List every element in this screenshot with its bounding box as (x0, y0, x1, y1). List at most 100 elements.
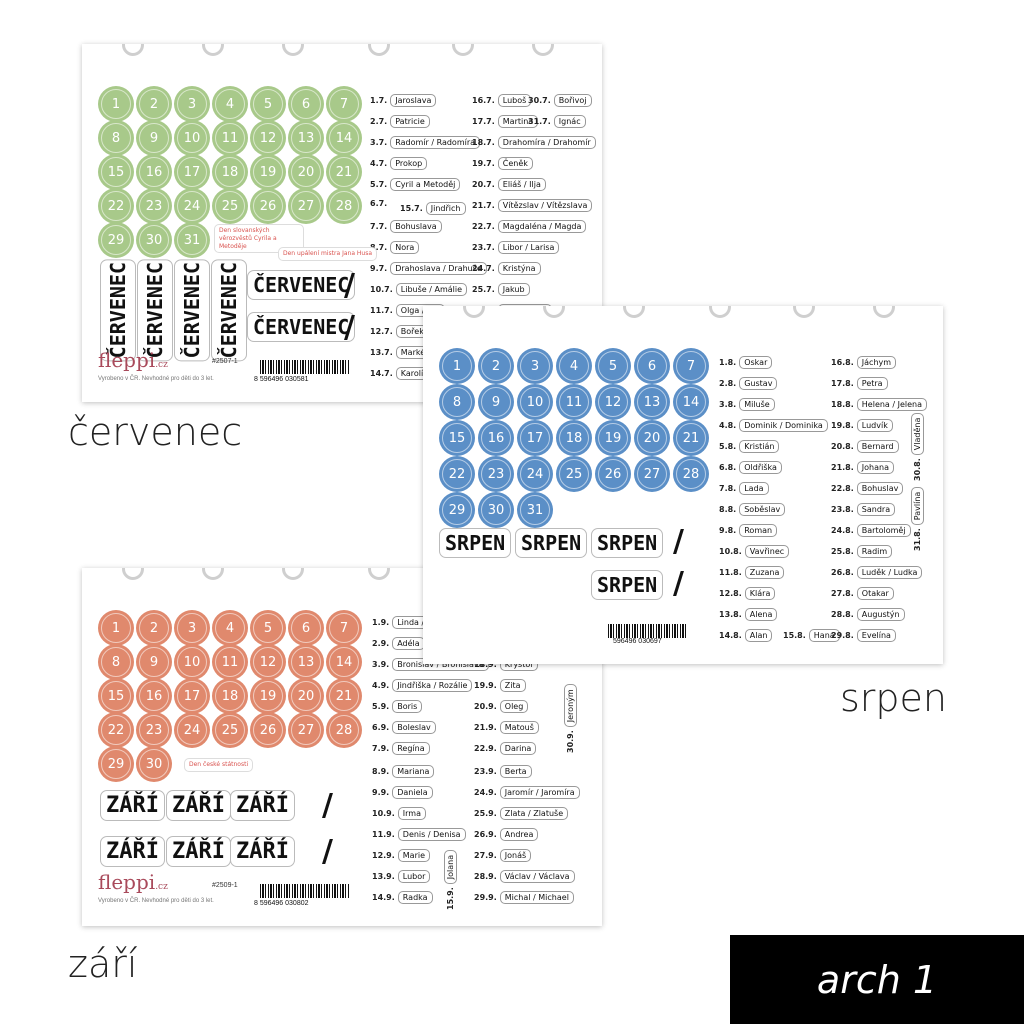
name-day-item: 9.7.Drahoslava / Drahuše (370, 262, 487, 275)
day-circle: 20 (288, 154, 324, 190)
name-day-item: 1.7.Jaroslava (370, 94, 437, 107)
name-day-item: 21.8.Johana (831, 461, 894, 474)
day-circle: 22 (439, 456, 475, 492)
name-day-date: 17.7. (472, 117, 495, 126)
name-day-item: 7.8.Lada (719, 482, 769, 495)
name-day-label: Jolana (444, 849, 457, 885)
name-day-date: 4.7. (370, 159, 388, 168)
day-circle: 4 (212, 610, 248, 646)
name-day-date: 15.9. (446, 887, 455, 910)
day-circle: 28 (326, 188, 362, 224)
name-day-date: 2.7. (370, 117, 388, 126)
day-circle: 5 (250, 610, 286, 646)
name-day-item: 6.7. (370, 199, 387, 208)
day-circle: 7 (326, 610, 362, 646)
name-day-label: Otakar (856, 587, 894, 600)
name-day-label: Zuzana (744, 566, 785, 579)
name-day-date: 9.7. (370, 264, 388, 273)
day-circle: 13 (288, 644, 324, 680)
name-day-item: 10.7.Libuše / Amálie (370, 283, 468, 296)
name-day-label: Alan (744, 629, 773, 642)
name-day-label: Drahoslava / Drahuše (390, 262, 487, 275)
day-circle: 30 (136, 222, 172, 258)
day-circle: 13 (634, 384, 670, 420)
name-day-item: 26.9.Andrea (474, 828, 539, 841)
name-day-date: 9.8. (719, 526, 737, 535)
name-day-date: 10.9. (372, 809, 395, 818)
name-day-label: Daniela (392, 786, 433, 799)
day-circle: 10 (174, 120, 210, 156)
name-day-item: 3.8.Miluše (719, 398, 775, 411)
name-day-item: 18.8.Helena / Jelena (831, 398, 928, 411)
name-day-date: 11.8. (719, 568, 742, 577)
day-circle: 9 (136, 644, 172, 680)
name-day-date: 31.7. (528, 117, 551, 126)
name-day-date: 7.8. (719, 484, 737, 493)
name-day-item: 21.7.Vítězslav / Vítězslava (472, 199, 593, 212)
day-circle: 3 (174, 610, 210, 646)
name-day-label: Johana (856, 461, 894, 474)
day-circle: 11 (556, 384, 592, 420)
name-day-label: Boleslav (392, 721, 436, 734)
day-circle: 3 (517, 348, 553, 384)
day-circle: 16 (478, 420, 514, 456)
day-circle: 4 (212, 86, 248, 122)
caption-september: září (68, 942, 138, 986)
day-circle: 9 (136, 120, 172, 156)
name-day-date: 12.9. (372, 851, 395, 860)
name-day-date: 19.8. (831, 421, 854, 430)
day-circle: 8 (98, 120, 134, 156)
month-word: SRPEN (591, 528, 664, 558)
name-day-label: Augustýn (856, 608, 905, 621)
name-day-label: Jaromír / Jaromíra (499, 786, 580, 799)
name-day-label: Vavřinec (744, 545, 790, 558)
month-word: ZÁŘÍ (166, 836, 231, 867)
name-day-item: 4.8.Dominik / Dominika (719, 419, 828, 432)
day-circle: 2 (478, 348, 514, 384)
name-day-item: 15.9. Jolana (444, 849, 457, 910)
name-day-date: 2.9. (372, 639, 390, 648)
name-day-item: 9.9.Daniela (372, 786, 433, 799)
name-day-item: 9.8.Roman (719, 524, 778, 537)
name-day-date: 6.9. (372, 723, 390, 732)
name-day-date: 24.9. (474, 788, 497, 797)
day-circle: 9 (478, 384, 514, 420)
name-day-date: 23.9. (474, 767, 497, 776)
name-day-date: 29.9. (474, 893, 497, 902)
day-circle: 18 (212, 154, 248, 190)
day-circle: 12 (595, 384, 631, 420)
month-word: ZÁŘÍ (100, 836, 165, 867)
day-circle: 16 (136, 678, 172, 714)
caption-august: srpen (840, 676, 948, 720)
day-circle: 26 (250, 712, 286, 748)
month-word-vertical: ČERVENEC (174, 259, 210, 362)
name-day-item: 20.9.Oleg (474, 700, 529, 713)
name-day-item: 22.9.Darina (474, 742, 537, 755)
day-circle: 28 (673, 456, 709, 492)
name-day-item: 24.9.Jaromír / Jaromíra (474, 786, 580, 799)
day-circle: 17 (517, 420, 553, 456)
name-day-item: 1.8.Oskar (719, 356, 773, 369)
day-circle: 29 (98, 222, 134, 258)
day-circle: 31 (517, 492, 553, 528)
binder-ring (709, 306, 731, 318)
name-day-label: Radka (397, 891, 433, 904)
name-day-label: Luděk / Ludka (856, 566, 923, 579)
name-day-label: Alena (744, 608, 778, 621)
name-day-label: Bartoloměj (856, 524, 911, 537)
name-day-date: 24.7. (472, 264, 495, 273)
month-word: SRPEN (515, 528, 588, 558)
day-circle: 6 (288, 86, 324, 122)
name-day-item: 12.7.Bořek (370, 325, 429, 338)
day-circle: 14 (326, 120, 362, 156)
name-day-date: 6.8. (719, 463, 737, 472)
day-circle: 14 (326, 644, 362, 680)
name-day-date: 8.8. (719, 505, 737, 514)
name-day-date: 14.8. (719, 631, 742, 640)
name-day-item: 2.8.Gustav (719, 377, 778, 390)
name-day-date: 12.7. (370, 327, 393, 336)
name-day-item: 23.9.Berta (474, 765, 532, 778)
name-day-date: 27.8. (831, 589, 854, 598)
